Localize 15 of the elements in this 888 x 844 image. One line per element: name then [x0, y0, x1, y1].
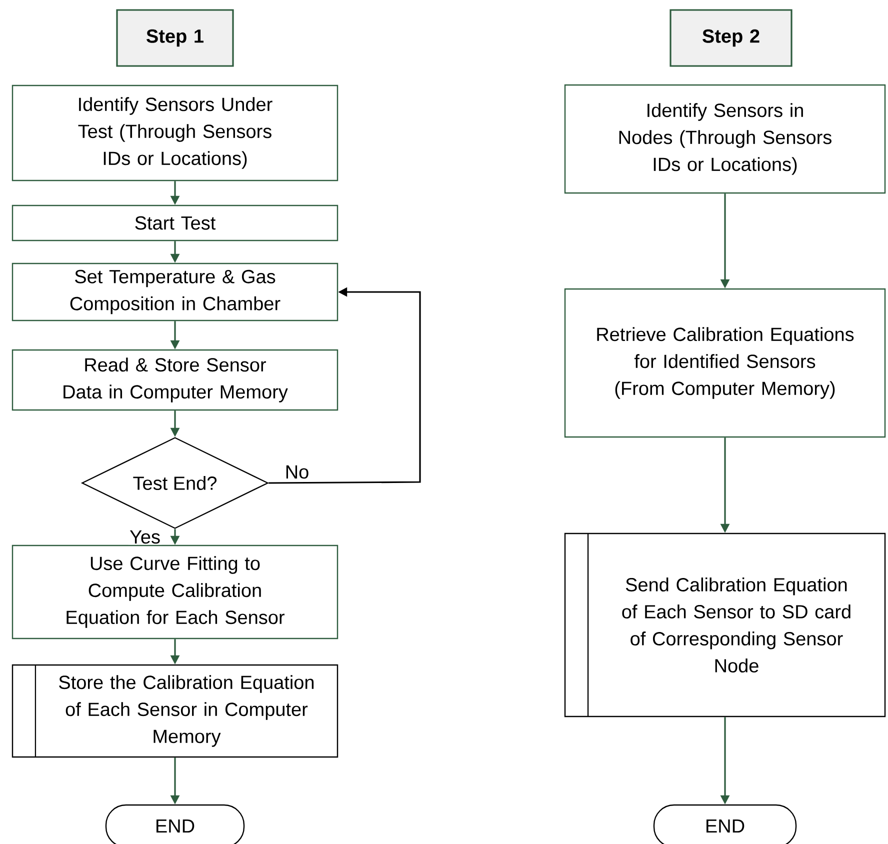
end-terminal: END — [653, 804, 797, 844]
step-box: Step 2 — [670, 9, 792, 67]
process-box: Retrieve Calibration Equations for Identified Sensors (From Computer Memory) — [564, 288, 886, 438]
process-box: Set Temperature & Gas Composition in Chamber — [12, 262, 338, 322]
end-terminal: END — [105, 804, 245, 844]
process-box: Identify Sensors in Nodes (Through Sensors IDs or Locations) — [564, 84, 886, 194]
process-box: Read & Store Sensor Data in Computer Memory — [12, 349, 338, 411]
subprocess-box: Send Calibration Equation of Each Sensor to SD card of Corresponding Sensor Node — [564, 532, 886, 718]
process-box: Start Test — [12, 204, 338, 242]
step-box: Step 1 — [116, 9, 234, 67]
edge-label: Yes — [128, 529, 162, 545]
process-box: Use Curve Fitting to Compute Calibration Equation for Each Sensor — [12, 544, 338, 640]
subprocess-box: Store the Calibration Equation of Each Sensor in Computer Memory — [12, 664, 338, 758]
edge-label: No — [284, 464, 310, 480]
process-box: Identify Sensors Under Test (Through Sensors IDs or Locations) — [12, 84, 338, 182]
